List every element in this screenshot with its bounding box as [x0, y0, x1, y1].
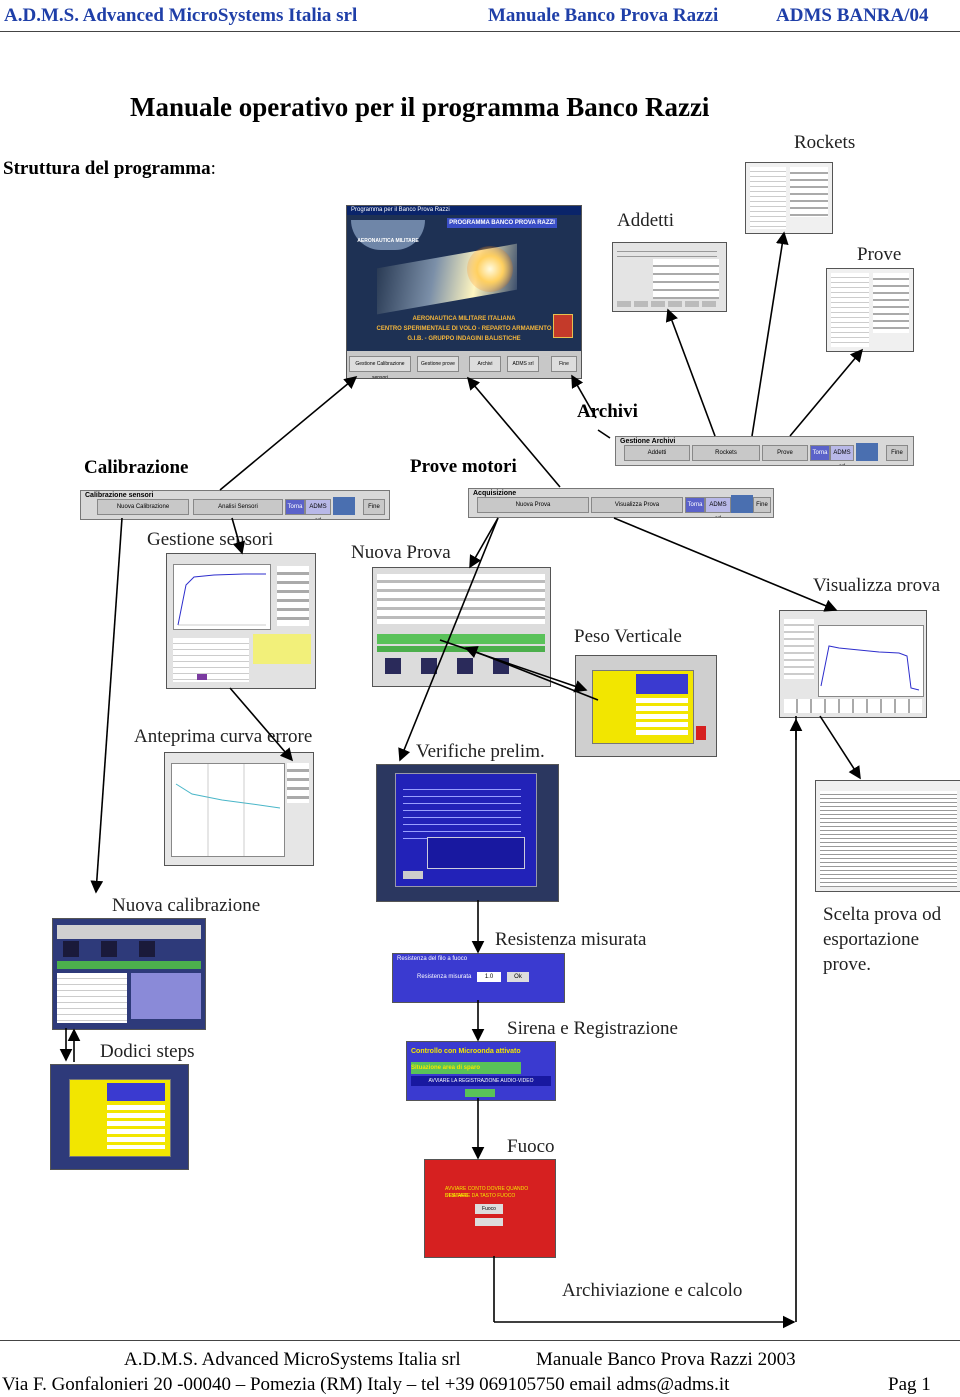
label-rockets: Rockets — [794, 132, 856, 153]
fine-button[interactable]: Fine — [886, 445, 908, 461]
exit-button[interactable]: Fine — [551, 356, 577, 372]
fire-button[interactable]: Fuoco — [475, 1204, 503, 1214]
view-test-button[interactable]: Visualizza Prova — [591, 497, 683, 513]
nuova-calibrazione-screenshot — [52, 918, 206, 1030]
resistance-ok-button[interactable]: Ok — [507, 972, 529, 982]
scelta-prova-screenshot — [815, 780, 960, 892]
header-manual: Manuale Banco Prova Razzi — [488, 5, 719, 26]
label-visualizza-prova: Visualizza prova — [813, 575, 941, 591]
sensor-analysis-button[interactable]: Analisi Sensori — [193, 499, 283, 515]
footer-address: Via F. Gonfalonieri 20 -00040 – Pomezia … — [2, 1374, 730, 1395]
footer-manual: Manuale Banco Prova Razzi 2003 — [536, 1349, 796, 1370]
label-visualizza-prova-wrap: Visualizza prova — [805, 570, 960, 591]
label-resistenza: Resistenza misurata — [495, 929, 647, 950]
label-scelta-2: esportazione — [823, 929, 920, 950]
label-verifiche: Verifiche prelim. — [416, 741, 545, 762]
label-prove-motori: Prove motori — [410, 456, 517, 477]
gestione-sensori-screenshot — [166, 553, 316, 689]
calibrazione-toolbar: Calibrazione sensori Nuova Calibrazione … — [80, 490, 390, 520]
tests-button[interactable]: Gestione prove — [417, 356, 459, 372]
prove-button[interactable]: Prove — [762, 445, 808, 461]
label-archivi: Archivi — [577, 401, 638, 422]
acq-torna-button[interactable]: Torna — [685, 497, 705, 513]
dodici-steps-screenshot — [50, 1064, 189, 1170]
archives-button[interactable]: Archivi — [469, 356, 501, 372]
prove-form-screenshot — [826, 268, 914, 352]
structure-label: Struttura del programma: — [3, 158, 216, 179]
torna-button[interactable]: Torna — [810, 445, 830, 461]
label-scelta-3: prove. — [823, 954, 872, 975]
emblem-icon — [553, 314, 573, 338]
label-sirena: Sirena e Registrazione — [507, 1018, 678, 1039]
acq-runner-icon — [731, 495, 753, 513]
explosion-image — [467, 246, 513, 292]
archivi-toolbar: Gestione Archivi Addetti Rockets Prove T… — [615, 436, 914, 466]
calib-torna-button[interactable]: Torna — [285, 499, 305, 515]
calib-adms-button[interactable]: ADMS srl — [305, 499, 331, 519]
label-nuova-prova: Nuova Prova — [351, 542, 451, 563]
main-credits: AERONAUTICA MILITARE ITALIANA CENTRO SPE… — [376, 316, 552, 342]
runner-icon — [856, 443, 878, 461]
label-dodici: Dodici steps — [100, 1041, 195, 1062]
header-company: A.D.M.S. Advanced MicroSystems Italia sr… — [4, 5, 358, 26]
fuoco-screenshot: AVVIARE CONTO DOVRE QUANDO DESTARE STIA … — [424, 1159, 556, 1258]
page-number: Pag 1 — [888, 1374, 931, 1395]
label-addetti: Addetti — [617, 210, 674, 231]
label-fuoco: Fuoco — [507, 1136, 555, 1157]
resistenza-screenshot: Resistenza del filo a fuoco Resistenza m… — [392, 953, 565, 1003]
label-peso-verticale: Peso Verticale — [574, 626, 682, 647]
footer-rule — [0, 1340, 960, 1341]
resistance-value-field[interactable]: 1.0 — [477, 972, 501, 982]
acquisizione-toolbar: Acquisizione Nuova Prova Visualizza Prov… — [468, 488, 774, 518]
calib-fine-button[interactable]: Fine — [363, 499, 385, 515]
visualizza-prova-screenshot — [779, 610, 927, 718]
adms-logo-button[interactable]: ADMS srl — [830, 445, 854, 465]
anteprima-screenshot — [164, 752, 314, 866]
peso-verticale-screenshot — [575, 655, 717, 757]
main-program-screenshot: Programma per il Banco Prova Razzi PROGR… — [346, 205, 582, 379]
label-calibrazione: Calibrazione — [84, 457, 189, 478]
window-titlebar: Programma per il Banco Prova Razzi — [347, 206, 581, 215]
rockets-button[interactable]: Rockets — [692, 445, 760, 461]
sensor-graph — [173, 564, 271, 630]
verifiche-screenshot — [376, 764, 559, 902]
addetti-button[interactable]: Addetti — [624, 445, 690, 461]
footer-company: A.D.M.S. Advanced MicroSystems Italia sr… — [124, 1349, 461, 1370]
acq-fine-button[interactable]: Fine — [753, 497, 771, 513]
rockets-form-screenshot — [745, 162, 833, 234]
header-rule — [0, 31, 960, 32]
page-title: Manuale operativo per il programma Banco… — [130, 92, 710, 122]
addetti-form-screenshot — [612, 242, 727, 312]
calib-runner-icon — [333, 497, 355, 515]
main-button-bar: Gestione Calibrazione sensori Gestione p… — [347, 351, 581, 378]
main-banner: PROGRAMMA BANCO PROVA RAZZI — [447, 218, 557, 228]
adms-button[interactable]: ADMS srl — [507, 356, 539, 372]
new-test-button[interactable]: Nuova Prova — [477, 497, 589, 513]
acq-adms-button[interactable]: ADMS srl — [705, 497, 731, 517]
label-nuova-calibrazione: Nuova calibrazione — [112, 895, 261, 916]
new-calibration-button[interactable]: Nuova Calibrazione — [97, 499, 189, 515]
label-archiviazione: Archiviazione e calcolo — [562, 1280, 743, 1301]
nuova-prova-screenshot — [372, 567, 551, 687]
calibration-button[interactable]: Gestione Calibrazione sensori — [349, 356, 411, 378]
label-prove: Prove — [857, 244, 902, 265]
header-code: ADMS BANRA/04 — [776, 5, 929, 26]
sirena-screenshot: Controllo con Microonda attivato Situazi… — [406, 1041, 556, 1101]
label-scelta-1: Scelta prova od — [823, 904, 942, 925]
